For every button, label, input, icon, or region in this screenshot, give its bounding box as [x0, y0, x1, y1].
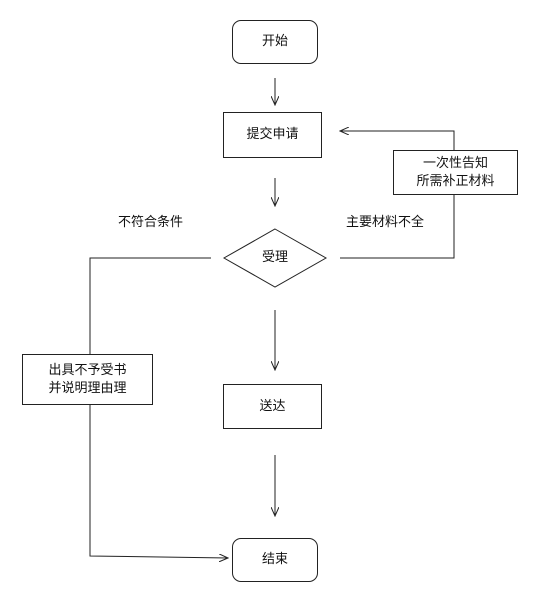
notify-required-materials-node: 一次性告知 所需补正材料	[393, 150, 518, 195]
arrow-review-to-end-reject	[89, 257, 228, 558]
end-node: 结束	[232, 538, 318, 582]
review-node-label-container: 受理	[224, 229, 326, 287]
notify-required-materials-line-2: 所需补正材料	[416, 173, 495, 189]
notify-required-materials-line-1: 一次性告知	[422, 155, 488, 171]
deliver-node-label: 送达	[259, 398, 286, 414]
edge-label-not-qualified: 不符合条件	[118, 215, 184, 230]
issue-refusal-line-1: 出具不予受书	[48, 362, 127, 378]
edge-label-incomplete-materials: 主要材料不全	[346, 215, 425, 230]
review-node-label: 受理	[261, 250, 288, 265]
start-node: 开始	[232, 20, 318, 64]
review-diamond	[222, 228, 328, 288]
submit-application-node: 提交申请	[223, 112, 322, 158]
submit-application-label: 提交申请	[246, 127, 299, 142]
start-node-label: 开始	[261, 34, 288, 49]
issue-refusal-line-2: 并说明理由理	[48, 380, 127, 396]
deliver-node: 送达	[223, 384, 322, 429]
end-node-label: 结束	[261, 552, 288, 567]
issue-refusal-node: 出具不予受书 并说明理由理	[22, 354, 153, 405]
